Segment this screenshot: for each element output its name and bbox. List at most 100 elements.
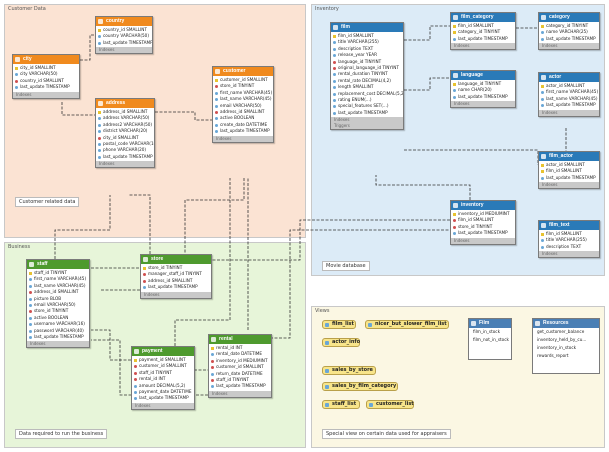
- region-note: Movie database: [322, 261, 370, 271]
- column: name VARCHAR(25): [539, 29, 599, 35]
- indexes-footer: Indexes: [27, 341, 89, 348]
- table-name: film: [341, 24, 350, 30]
- column: amount DECIMAL(5,2): [132, 383, 194, 389]
- table-icon: [541, 75, 546, 80]
- column: description TEXT: [539, 244, 599, 250]
- column: staff_id TINYINT: [209, 377, 271, 383]
- column: last_update TIMESTAMP: [331, 110, 403, 116]
- region-title: Inventory: [315, 6, 339, 12]
- table-store[interactable]: store store_id TINYINT manager_staff_id …: [140, 254, 212, 299]
- table-header: address: [96, 99, 154, 108]
- table-country[interactable]: country country_id SMALLINT country VARC…: [95, 16, 153, 55]
- view-label: nicer_but_slower_film_list: [375, 321, 447, 327]
- table-icon: [541, 154, 546, 159]
- table-header: city: [13, 55, 79, 64]
- column: address VARCHAR(50): [96, 115, 154, 121]
- table-category[interactable]: category category_id TINYINT name VARCHA…: [538, 12, 600, 51]
- column: country VARCHAR(50): [96, 33, 152, 39]
- view-customer-list[interactable]: customer_list: [366, 400, 414, 409]
- column: last_update TIMESTAMP: [451, 36, 515, 42]
- link-rental-inventory: [270, 229, 450, 339]
- column: city_id SMALLINT: [13, 65, 79, 71]
- routine-group-film[interactable]: Film film_in_stock film_not_in_stock: [468, 318, 512, 360]
- table-city[interactable]: city city_id SMALLINT city VARCHAR(50) c…: [12, 54, 80, 99]
- indexes-footer: Indexes: [451, 101, 515, 108]
- column: film_id SMALLINT: [539, 231, 599, 237]
- column: store_id TINYINT: [451, 224, 515, 230]
- table-actor[interactable]: actor actor_id SMALLINT first_name VARCH…: [538, 72, 600, 117]
- table-header: payment: [132, 347, 194, 356]
- table-language[interactable]: language language_id TINYINT name CHAR(2…: [450, 70, 516, 109]
- table-icon: [134, 349, 139, 354]
- group-name: Resources: [543, 320, 569, 326]
- column: title VARCHAR(255): [539, 237, 599, 243]
- table-rental[interactable]: rental rental_id INT rental_date DATETIM…: [208, 334, 272, 398]
- table-icon: [333, 25, 338, 30]
- column: city VARCHAR(50): [13, 71, 79, 77]
- table-film[interactable]: film film_id SMALLINT title VARCHAR(255)…: [330, 22, 404, 131]
- view-sales-by-film-category[interactable]: sales_by_film_category: [322, 382, 398, 391]
- view-film-list[interactable]: film_list: [322, 320, 356, 329]
- column: rental_id INT: [132, 376, 194, 382]
- table-icon: [15, 57, 20, 62]
- column: email VARCHAR(50): [213, 103, 273, 109]
- column: manager_staff_id TINYINT: [141, 271, 211, 277]
- routine-item: inventory_held_by_cu...: [537, 337, 587, 342]
- view-staff-list[interactable]: staff_list: [322, 400, 360, 409]
- table-name: store: [151, 256, 164, 262]
- column: email VARCHAR(50): [27, 302, 89, 308]
- column: last_update TIMESTAMP: [96, 40, 152, 46]
- column: film_id SMALLINT: [539, 168, 599, 174]
- column: district VARCHAR(20): [96, 128, 154, 134]
- routine-group-icon: [471, 321, 476, 326]
- table-customer[interactable]: customer customer_id SMALLINT store_id T…: [212, 66, 274, 143]
- column: last_name VARCHAR(45): [213, 96, 273, 102]
- view-sales-by-store[interactable]: sales_by_store: [322, 366, 376, 375]
- column: actor_id SMALLINT: [539, 162, 599, 168]
- group-header: Resources: [533, 319, 599, 328]
- table-payment[interactable]: payment payment_id SMALLINT customer_id …: [131, 346, 195, 410]
- table-inventory[interactable]: inventory inventory_id MEDIUMINT film_id…: [450, 200, 516, 245]
- column: description TEXT: [331, 46, 403, 52]
- table-header: film: [331, 23, 403, 32]
- column: payment_id SMALLINT: [132, 357, 194, 363]
- link-film-actor: [404, 149, 539, 165]
- view-actor-info[interactable]: actor_info: [322, 338, 360, 347]
- indexes-footer: Indexes: [539, 43, 599, 50]
- column: language_id TINYINT: [451, 81, 515, 87]
- view-icon: [325, 369, 329, 373]
- column: store_id TINYINT: [141, 265, 211, 271]
- table-header: store: [141, 255, 211, 264]
- triggers-footer: Triggers: [331, 123, 403, 130]
- view-label: sales_by_film_category: [332, 383, 397, 389]
- column: release_year YEAR: [331, 52, 403, 58]
- link-city-country: [80, 34, 96, 61]
- column: address_id SMALLINT: [141, 278, 211, 284]
- column: last_name VARCHAR(45): [27, 283, 89, 289]
- column: last_name VARCHAR(45): [539, 96, 599, 102]
- column: category_id TINYINT: [451, 29, 515, 35]
- indexes-footer: Indexes: [539, 109, 599, 116]
- column: rental_date DATETIME: [209, 351, 271, 357]
- view-icon: [325, 323, 329, 327]
- table-name: payment: [142, 348, 163, 354]
- table-name: address: [106, 100, 126, 106]
- column: active BOOLEAN: [27, 315, 89, 321]
- column: customer_id SMALLINT: [209, 364, 271, 370]
- table-film-actor[interactable]: film_actor actor_id SMALLINT film_id SMA…: [538, 151, 600, 190]
- table-film-category[interactable]: film_category film_id SMALLINT category_…: [450, 12, 516, 51]
- table-staff[interactable]: staff staff_id TINYINT first_name VARCHA…: [26, 259, 90, 349]
- routine-group-resources[interactable]: Resources get_customer_balance inventory…: [532, 318, 600, 374]
- column: staff_id TINYINT: [27, 270, 89, 276]
- table-address[interactable]: address address_id SMALLINT address VARC…: [95, 98, 155, 169]
- table-icon: [98, 101, 103, 106]
- table-film-text[interactable]: film_text film_id SMALLINT title VARCHAR…: [538, 220, 600, 259]
- column: film_id SMALLINT: [331, 33, 403, 39]
- link-rental-staff: [91, 339, 208, 396]
- indexes-footer: Indexes: [539, 251, 599, 258]
- routine-item: rewards_report: [537, 353, 569, 358]
- indexes-footer: Indexes: [96, 161, 154, 168]
- table-icon: [98, 19, 103, 24]
- view-nicer-but-slower-film-list[interactable]: nicer_but_slower_film_list: [365, 320, 449, 329]
- column: replacement_cost DECIMAL(5,2): [331, 91, 403, 97]
